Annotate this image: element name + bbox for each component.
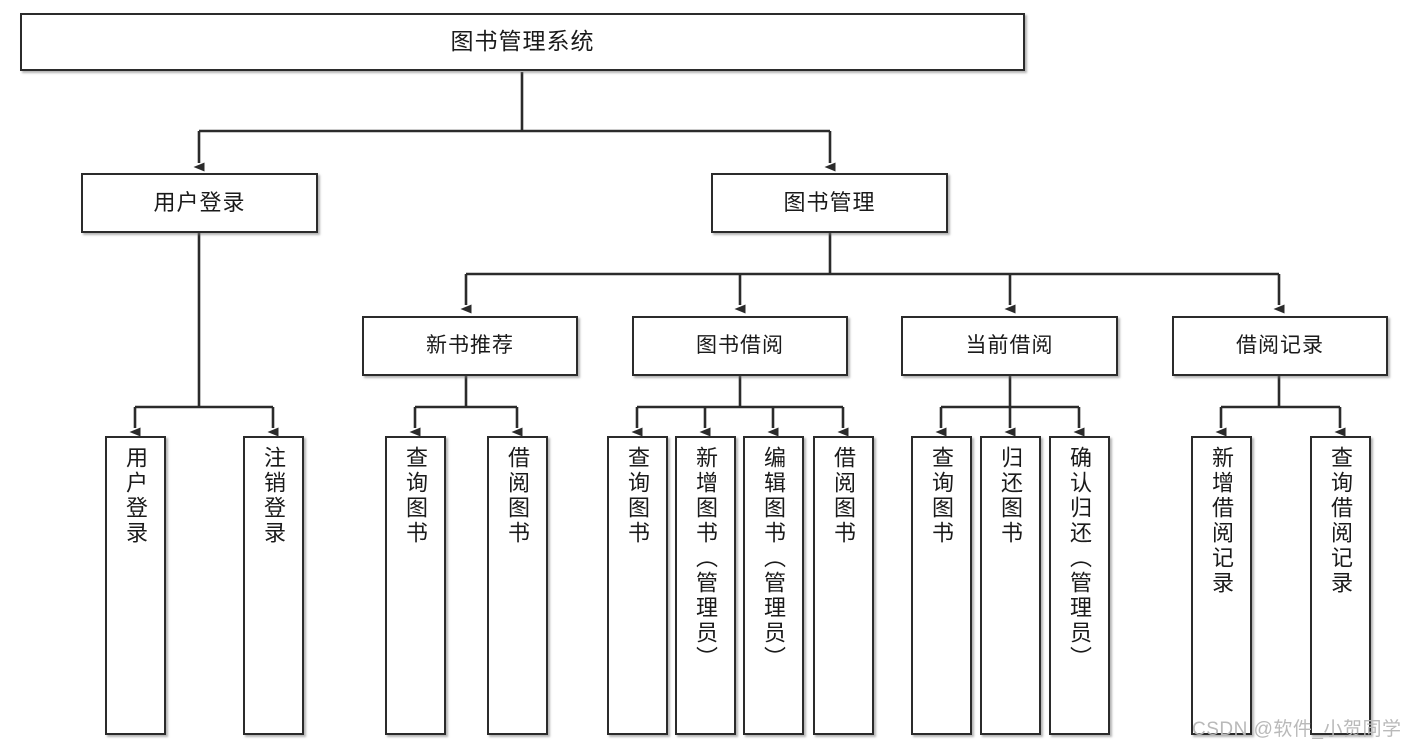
node-label: 用户登录: [123, 446, 149, 546]
node-label: 图书管理: [783, 190, 876, 216]
node-borrow-record[interactable]: 借阅记录: [1172, 316, 1388, 376]
node-root[interactable]: 图书管理系统: [20, 13, 1025, 71]
leaf-user-login[interactable]: 用户登录: [105, 436, 166, 735]
leaf-query-borrow-record[interactable]: 查询借阅记录: [1310, 436, 1371, 735]
node-label: 注销登录: [261, 446, 287, 546]
node-label: 新增借阅记录: [1209, 446, 1235, 596]
leaf-add-book-admin[interactable]: 新增图书（管理员）: [675, 436, 736, 735]
node-label: 借阅记录: [1236, 333, 1324, 357]
node-label: 新书推荐: [426, 333, 514, 357]
leaf-query-book-recommend[interactable]: 查询图书: [385, 436, 446, 735]
leaf-borrow-book[interactable]: 借阅图书: [813, 436, 874, 735]
leaf-logout[interactable]: 注销登录: [243, 436, 304, 735]
leaf-borrow-book-recommend[interactable]: 借阅图书: [487, 436, 548, 735]
watermark: CSDN @软件_小贺同学: [1192, 719, 1402, 740]
node-label: 确认归还（管理员）: [1067, 446, 1093, 671]
leaf-return-book[interactable]: 归还图书: [980, 436, 1041, 735]
node-user-login[interactable]: 用户登录: [81, 173, 318, 233]
leaf-query-book-borrow[interactable]: 查询图书: [607, 436, 668, 735]
node-label: 图书借阅: [696, 333, 784, 357]
node-label: 查询图书: [403, 446, 429, 546]
node-new-book-recommend[interactable]: 新书推荐: [362, 316, 578, 376]
node-label: 借阅图书: [831, 446, 857, 546]
leaf-add-borrow-record[interactable]: 新增借阅记录: [1191, 436, 1252, 735]
leaf-confirm-return-admin[interactable]: 确认归还（管理员）: [1049, 436, 1110, 735]
node-label: 当前借阅: [965, 333, 1054, 357]
node-label: 查询图书: [625, 446, 651, 546]
leaf-edit-book-admin[interactable]: 编辑图书（管理员）: [743, 436, 804, 735]
node-current-borrow[interactable]: 当前借阅: [901, 316, 1118, 376]
node-book-borrow[interactable]: 图书借阅: [632, 316, 848, 376]
node-label: 图书管理系统: [450, 28, 595, 55]
node-label: 新增图书（管理员）: [693, 446, 719, 671]
leaf-query-book-current[interactable]: 查询图书: [911, 436, 972, 735]
node-label: 查询借阅记录: [1328, 446, 1354, 596]
node-label: 归还图书: [998, 446, 1024, 546]
node-book-management[interactable]: 图书管理: [711, 173, 948, 233]
node-label: 借阅图书: [505, 446, 531, 546]
node-label: 用户登录: [153, 190, 246, 216]
node-label: 编辑图书（管理员）: [761, 446, 787, 671]
node-label: 查询图书: [929, 446, 955, 546]
